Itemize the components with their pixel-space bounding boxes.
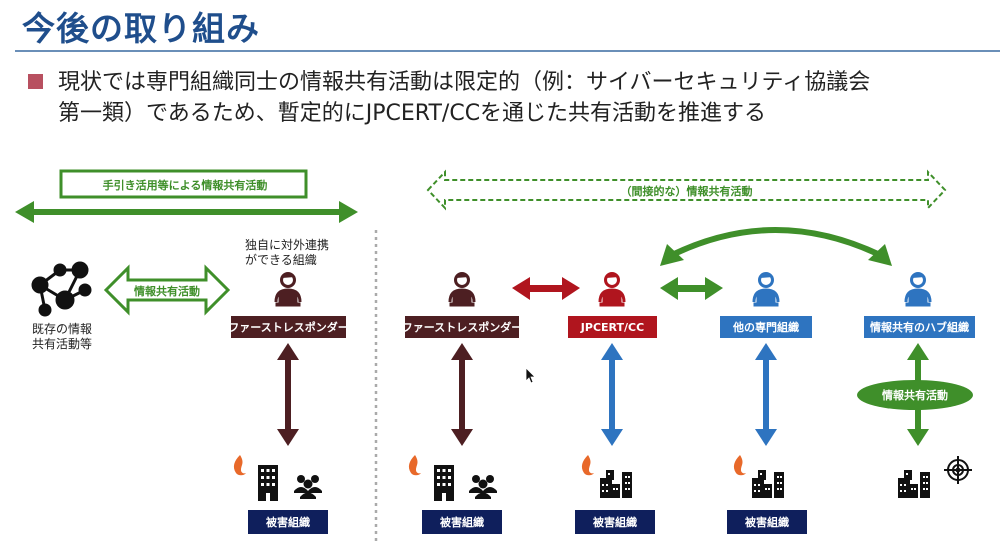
independent-org-note: 独自に対外連携 ができる組織 bbox=[245, 238, 330, 267]
victim-org-label: 被害組織 bbox=[248, 510, 328, 534]
target-icon bbox=[944, 456, 972, 484]
hub-activity-ellipse bbox=[857, 380, 973, 410]
sharing-arrow-label: 情報共有活動 bbox=[134, 285, 200, 298]
bullet-text-line2: 第一類）であるため、暫定的にJPCERT/CCを通じた共有活動を推進する bbox=[58, 101, 767, 126]
bullet-text-line1: 現状では専門組織同士の情報共有活動は限定的（例：サイバーセキュリティ協議会 bbox=[58, 70, 871, 95]
hub-activity-label: 情報共有活動 bbox=[882, 389, 948, 402]
title-divider bbox=[15, 50, 1000, 52]
wide-double-arrow-left bbox=[15, 201, 358, 223]
vertical-arrow-left bbox=[277, 343, 299, 446]
existing-activity-label: 既存の情報 共有活動等 bbox=[32, 322, 93, 351]
mouse-cursor-icon bbox=[525, 367, 536, 384]
victim-org-label: 被害組織 bbox=[422, 510, 502, 534]
org-label-hub: 情報共有のハブ組織 bbox=[864, 316, 975, 338]
network-icon bbox=[31, 261, 92, 317]
first-responder-label-left: ファーストレスポンダー bbox=[228, 316, 349, 338]
victim-org-label: 被害組織 bbox=[575, 510, 655, 534]
curved-double-arrow bbox=[660, 227, 892, 266]
person-icon-first-responder-left bbox=[274, 272, 302, 308]
dashed-double-arrow bbox=[426, 169, 947, 211]
victim-icons-left bbox=[233, 455, 322, 501]
indirect-sharing-label: （間接的な）情報共有活動 bbox=[620, 185, 753, 198]
red-double-arrow bbox=[512, 277, 580, 300]
manual-sharing-label: 手引き活用等による情報共有活動 bbox=[102, 179, 268, 192]
victim-icons-right bbox=[408, 455, 930, 501]
green-double-arrow bbox=[660, 277, 723, 300]
page-title: 今後の取り組み bbox=[22, 9, 260, 48]
org-label-first-responder: ファーストレスポンダー bbox=[402, 316, 522, 338]
org-label-jpcert: JPCERT/CC bbox=[568, 316, 657, 338]
victim-org-label: 被害組織 bbox=[727, 510, 807, 534]
bullet-icon bbox=[28, 74, 43, 89]
outline-double-arrow bbox=[103, 264, 231, 316]
org-label-other-expert: 他の専門組織 bbox=[720, 316, 812, 338]
manual-sharing-box bbox=[59, 169, 308, 199]
